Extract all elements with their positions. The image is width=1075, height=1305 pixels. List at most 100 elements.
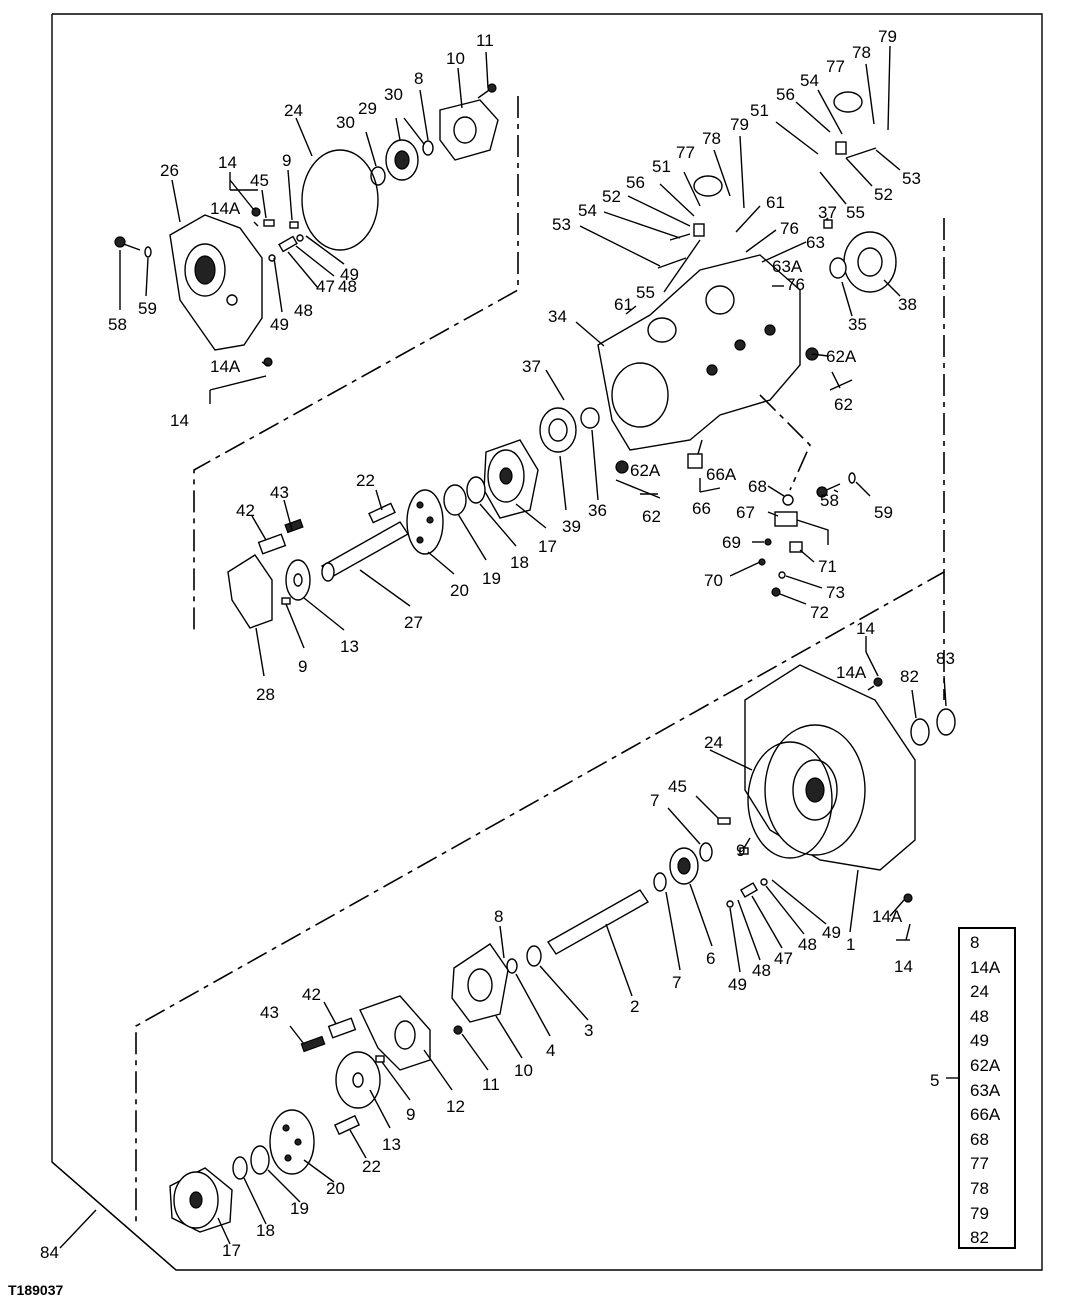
retainer-plate [406, 489, 444, 555]
shaft-seal [910, 718, 930, 746]
callout: 63A [772, 257, 803, 276]
callout: 82 [900, 667, 919, 686]
o-ring-68 [782, 494, 794, 506]
callout: 3 [584, 1021, 593, 1040]
callout: 45 [668, 777, 687, 796]
callout: 24 [704, 733, 723, 752]
drive-shaft [320, 521, 410, 579]
callout: 19 [482, 569, 501, 588]
callout: 35 [848, 315, 867, 334]
pin-2 [289, 221, 299, 229]
callout: 77 [676, 143, 695, 162]
callout: 8 [494, 907, 503, 926]
callout: 49 [270, 315, 289, 334]
frame-callout: 84 [40, 1243, 59, 1262]
callout: 18 [256, 1221, 275, 1240]
o-ring-77 [693, 175, 723, 197]
callout: 14 [218, 153, 237, 172]
callout: 51 [750, 101, 769, 120]
callout: 78 [702, 129, 721, 148]
washer-59 [848, 472, 856, 484]
callout: 42 [302, 985, 321, 1004]
guide-line [759, 394, 811, 491]
cylinder-block-17-core [189, 1191, 203, 1209]
callout: 42 [236, 501, 255, 520]
kit-item: 78 [970, 1178, 989, 1198]
plug-14-lower [903, 893, 913, 903]
callout: 14 [894, 957, 913, 976]
callout: 76 [786, 275, 805, 294]
callout: 14A [872, 907, 903, 926]
callout: 48 [338, 277, 357, 296]
callout: 28 [256, 685, 275, 704]
callout: 62 [834, 395, 853, 414]
callout: 8 [414, 69, 423, 88]
callout: 20 [326, 1179, 345, 1198]
gasket-24 [747, 741, 833, 859]
shaft-end [321, 562, 335, 582]
frame-diagonal [51, 1161, 177, 1271]
retainer-hole-3 [416, 536, 424, 544]
callout: 29 [358, 99, 377, 118]
solenoid [774, 511, 798, 527]
callout: 7 [672, 973, 681, 992]
callout: 9 [282, 151, 291, 170]
snap-ring-7b [653, 872, 667, 892]
callout: 59 [138, 299, 157, 318]
callout: 17 [538, 537, 557, 556]
bearing-6-inner [677, 857, 691, 875]
callout: 48 [798, 935, 817, 954]
housing-fitting-2 [764, 324, 776, 336]
pin-37 [823, 219, 833, 229]
callout: 56 [626, 173, 645, 192]
kit-contents-box: 8 14A 24 48 49 62A 63A 66A 68 77 78 79 8… [958, 927, 1016, 1249]
swashplate-12-hole [394, 1020, 416, 1050]
snap-ring-83 [936, 708, 956, 736]
center-pin [368, 502, 396, 524]
callout: 14 [170, 411, 189, 430]
callout: 48 [294, 301, 313, 320]
o-ring [296, 234, 304, 242]
callout: 20 [450, 581, 469, 600]
o-ring-4 [506, 958, 518, 974]
ball-guide [443, 484, 467, 516]
callout: 13 [382, 1135, 401, 1154]
callout: 63 [806, 233, 825, 252]
callout: 36 [588, 501, 607, 520]
callout: 52 [874, 185, 893, 204]
callout: 48 [752, 961, 771, 980]
callout: 9 [298, 657, 307, 676]
pin-9c [375, 1055, 385, 1063]
frame-leader [59, 1209, 97, 1249]
spring-pin [257, 533, 287, 555]
o-ring-48 [760, 878, 768, 886]
fitting-66 [687, 453, 703, 469]
callout: 37 [522, 357, 541, 376]
callout: 54 [578, 201, 597, 220]
thrust-washer-hole [293, 573, 303, 587]
callout: 54 [800, 71, 819, 90]
callout: 22 [356, 471, 375, 490]
callout: 66A [706, 465, 737, 484]
kit-item: 49 [970, 1031, 989, 1051]
callout: 71 [818, 557, 837, 576]
callout: 12 [446, 1097, 465, 1116]
callout: 55 [636, 283, 655, 302]
washer [144, 246, 152, 258]
leader-lines [119, 45, 958, 1245]
end-cover-port [226, 294, 238, 306]
o-ring-49 [726, 900, 734, 908]
valve-pin-2 [669, 233, 691, 241]
callout: 58 [820, 491, 839, 510]
callout: 11 [476, 31, 494, 50]
needle-bearing [580, 407, 600, 429]
spring-43 [300, 1035, 326, 1053]
snap-ring-7 [699, 842, 713, 862]
pin [263, 219, 275, 227]
bearing-inner [394, 150, 410, 170]
valve-body-52 [835, 141, 847, 155]
screw-11 [453, 1025, 463, 1035]
kit-item: 63A [970, 1080, 1001, 1100]
callout: 30 [384, 85, 403, 104]
callout: 7 [650, 791, 659, 810]
